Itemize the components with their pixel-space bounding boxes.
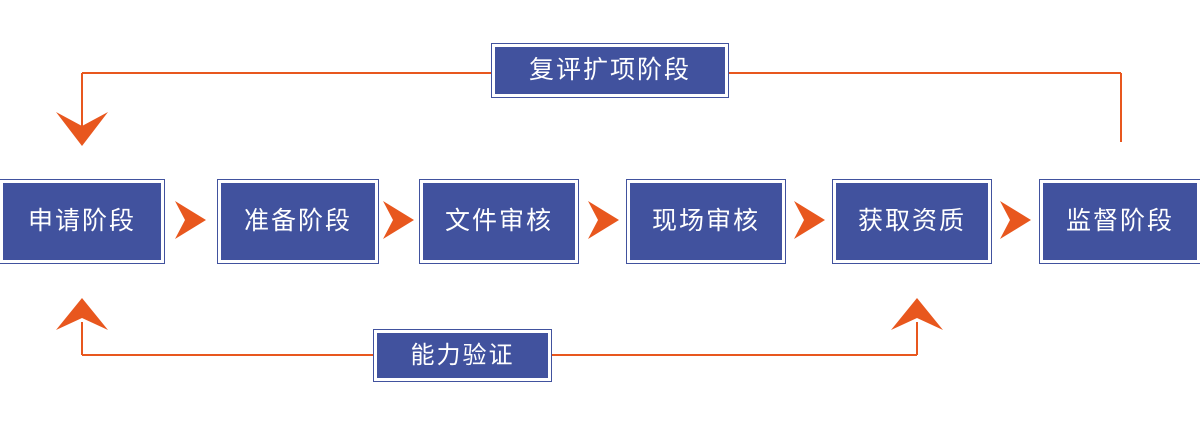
callout-box-proficiency-label: 能力验证: [410, 341, 515, 369]
down-arrow-icon: [56, 112, 108, 146]
stage-box-document-review[interactable]: 文件审核: [419, 179, 579, 264]
chevron-right-icon-3: [588, 201, 619, 239]
callout-box-proficiency[interactable]: 能力验证: [373, 329, 552, 382]
chevron-right-icon-2: [383, 201, 414, 239]
stage-box-application-label: 申请阶段: [27, 207, 136, 235]
stage-box-accreditation-label: 获取资质: [857, 207, 966, 235]
up-arrow-left-icon: [56, 298, 108, 330]
stage-box-onsite-review[interactable]: 现场审核: [626, 179, 786, 264]
chevron-right-icon-5: [1000, 201, 1031, 239]
stage-box-document-review-label: 文件审核: [444, 207, 553, 235]
stage-box-monitoring[interactable]: 监督阶段: [1039, 179, 1200, 264]
chevron-right-icon-1: [175, 201, 206, 239]
callout-box-reassessment-label: 复评扩项阶段: [528, 56, 691, 84]
stage-box-monitoring-label: 监督阶段: [1065, 207, 1174, 235]
stage-box-accreditation[interactable]: 获取资质: [832, 179, 992, 264]
up-arrow-right-icon: [891, 298, 943, 330]
stage-box-application[interactable]: 申请阶段: [0, 179, 165, 264]
stage-box-preparation[interactable]: 准备阶段: [217, 179, 379, 264]
callout-box-reassessment[interactable]: 复评扩项阶段: [491, 43, 729, 98]
chevron-right-icon-4: [794, 201, 825, 239]
stage-box-onsite-review-label: 现场审核: [651, 207, 760, 235]
stage-box-preparation-label: 准备阶段: [243, 207, 352, 235]
